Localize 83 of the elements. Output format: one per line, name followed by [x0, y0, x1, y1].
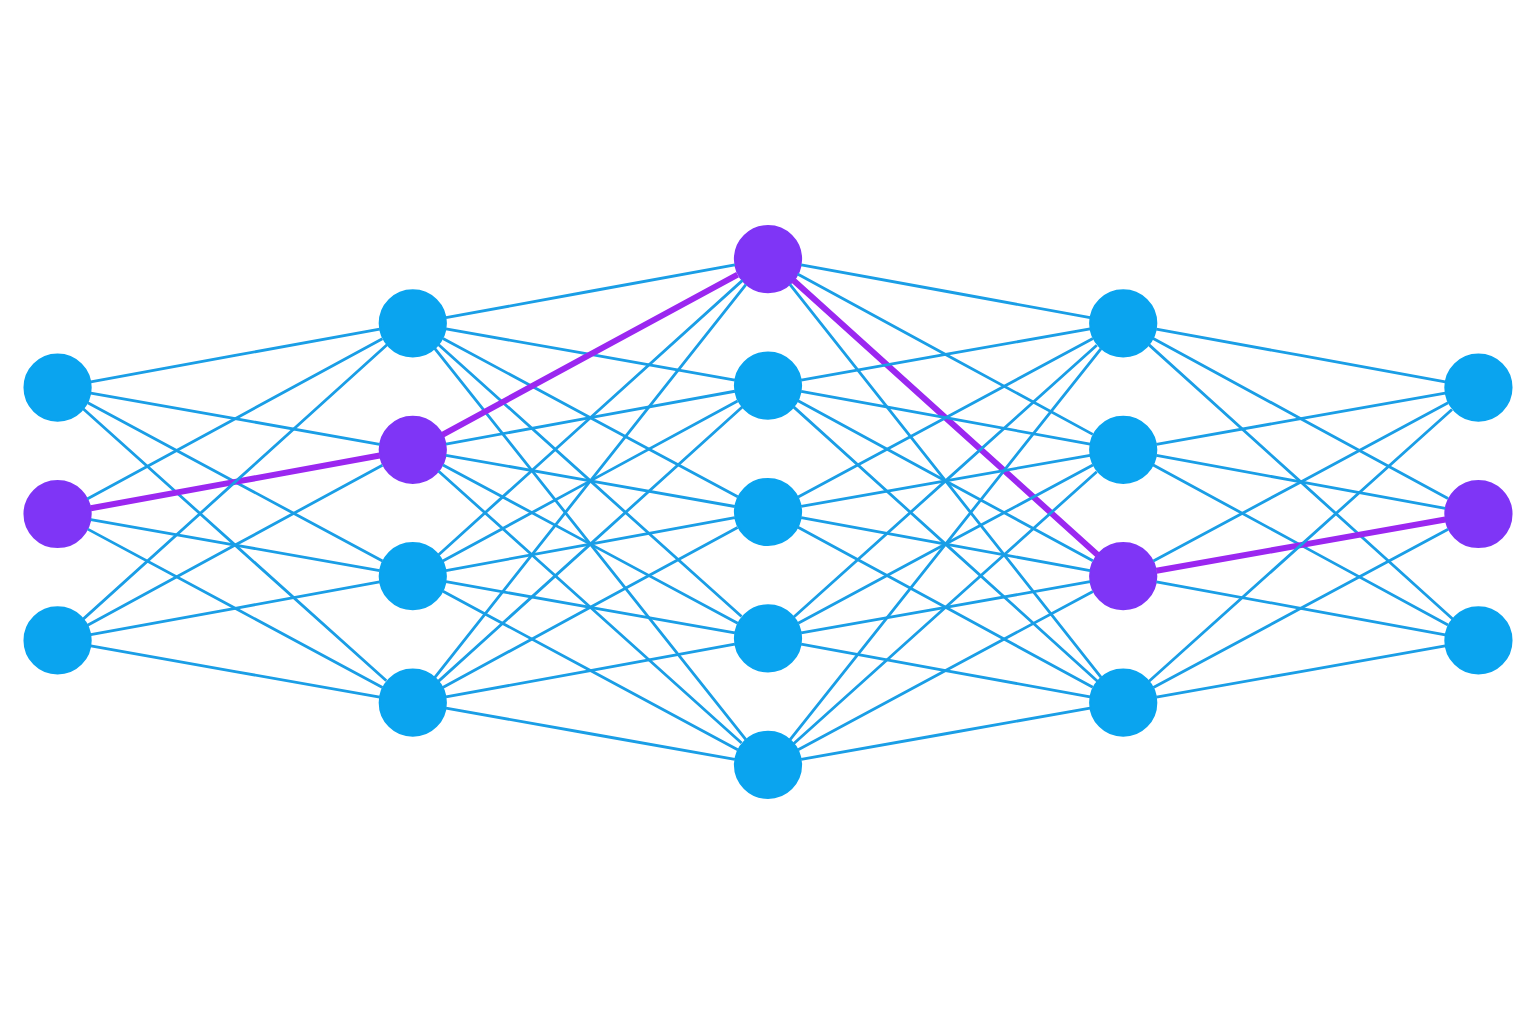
connector — [788, 283, 1103, 679]
connector — [445, 642, 736, 699]
node-circle — [733, 604, 803, 673]
connector — [445, 263, 736, 320]
connector — [1156, 327, 1446, 384]
connector — [442, 590, 739, 751]
connector — [441, 526, 739, 689]
node-circle — [378, 289, 447, 358]
node-circle — [23, 353, 92, 422]
connector — [1156, 454, 1446, 510]
connector — [1155, 516, 1446, 574]
connector — [792, 470, 1098, 745]
connector — [1156, 644, 1446, 699]
node-circle — [1444, 606, 1513, 675]
connector — [800, 263, 1091, 320]
connector — [800, 706, 1091, 761]
connector — [788, 347, 1103, 741]
connector — [442, 337, 739, 499]
node-circle — [23, 479, 92, 549]
connector — [796, 399, 1094, 563]
connector — [445, 453, 736, 508]
node-circle — [733, 730, 803, 799]
connector — [1156, 391, 1446, 446]
connector — [437, 343, 743, 618]
connector — [792, 405, 1099, 683]
node-circle — [733, 225, 803, 294]
connector — [440, 271, 740, 438]
connector — [82, 343, 389, 621]
connector — [87, 401, 384, 563]
node-circle — [378, 542, 447, 611]
node-circle — [1444, 479, 1513, 549]
connector — [445, 389, 736, 446]
connector — [796, 525, 1094, 689]
connector — [1152, 463, 1449, 627]
connector — [441, 399, 739, 563]
node-circle — [378, 668, 447, 737]
node-circle — [1089, 415, 1158, 484]
node-circle — [378, 415, 447, 484]
connector — [792, 344, 1098, 619]
connector — [437, 405, 744, 683]
connector — [86, 463, 384, 627]
connector — [445, 706, 736, 761]
connector — [445, 580, 736, 635]
connector — [445, 516, 736, 572]
connector — [800, 642, 1091, 699]
node-circle — [1089, 668, 1158, 737]
connector — [90, 518, 380, 573]
connector — [90, 644, 380, 699]
connector — [800, 580, 1091, 635]
connector — [1156, 580, 1446, 637]
connector — [437, 469, 743, 744]
connector — [90, 391, 380, 446]
connector — [800, 453, 1091, 508]
connector — [797, 463, 1094, 625]
connector — [445, 327, 736, 382]
connector — [90, 452, 381, 512]
connector — [800, 327, 1091, 382]
connector — [433, 283, 747, 679]
connector — [800, 516, 1091, 572]
connector — [797, 590, 1094, 751]
connector — [1152, 401, 1449, 563]
node-circle — [733, 477, 803, 547]
node-circle — [1089, 289, 1158, 358]
connector — [437, 279, 744, 556]
connector — [87, 527, 384, 689]
connector — [86, 337, 384, 501]
connector — [1152, 527, 1449, 689]
node-circle — [23, 606, 92, 675]
connector — [442, 463, 739, 625]
connector — [800, 389, 1091, 446]
connector — [1152, 337, 1449, 500]
connector — [82, 407, 388, 682]
connector — [1147, 343, 1454, 621]
connector — [90, 580, 380, 637]
connector — [1147, 408, 1453, 683]
node-circle — [1444, 353, 1513, 422]
connector — [797, 337, 1094, 499]
connector — [90, 327, 380, 384]
connector — [433, 347, 747, 741]
connector — [796, 272, 1094, 436]
node-circle — [1089, 542, 1158, 611]
connector — [791, 278, 1100, 558]
node-circle — [733, 351, 803, 420]
